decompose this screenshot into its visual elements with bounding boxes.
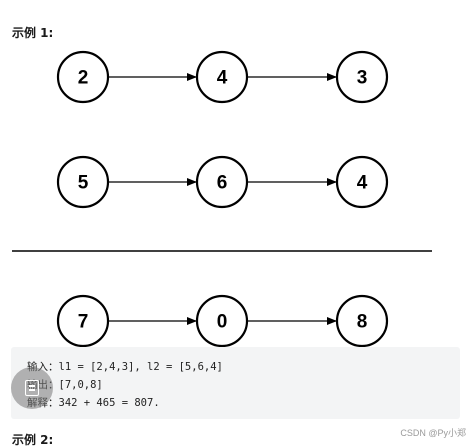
- node-value: 7: [78, 312, 89, 333]
- node-circle: [335, 155, 389, 209]
- node-value: 4: [357, 173, 368, 194]
- list-node: 5: [56, 155, 110, 209]
- node-circle: [335, 50, 389, 104]
- node-value: 5: [78, 173, 89, 194]
- node-circle: [335, 294, 389, 348]
- document-icon[interactable]: [11, 367, 53, 409]
- code-block: 输入：l1 = [2,4,3], l2 = [5,6,4] 输出：[7,0,8]…: [11, 347, 460, 419]
- example-1-heading: 示例 1:: [12, 26, 54, 40]
- list-node: 6: [195, 155, 249, 209]
- node-value: 3: [357, 68, 368, 89]
- node-value: 6: [217, 173, 228, 194]
- list-node: 2: [56, 50, 110, 104]
- list-node: 0: [195, 294, 249, 348]
- node-value: 8: [357, 312, 368, 333]
- linked-list-row-3: 7 0 8: [56, 294, 389, 348]
- list-node: 4: [195, 50, 249, 104]
- input-line: 输入：l1 = [2,4,3], l2 = [5,6,4]: [27, 361, 223, 373]
- node-value: 0: [217, 312, 228, 333]
- node-value: 4: [217, 68, 228, 89]
- watermark: CSDN @Py小郑: [400, 428, 466, 438]
- node-value: 2: [78, 68, 89, 89]
- linked-list-row-1: 2 4 3: [56, 50, 389, 104]
- list-node: 3: [335, 50, 389, 104]
- list-node: 7: [56, 294, 110, 348]
- linked-list-row-2: 5 6 4: [56, 155, 389, 209]
- list-node: 8: [335, 294, 389, 348]
- list-node: 4: [335, 155, 389, 209]
